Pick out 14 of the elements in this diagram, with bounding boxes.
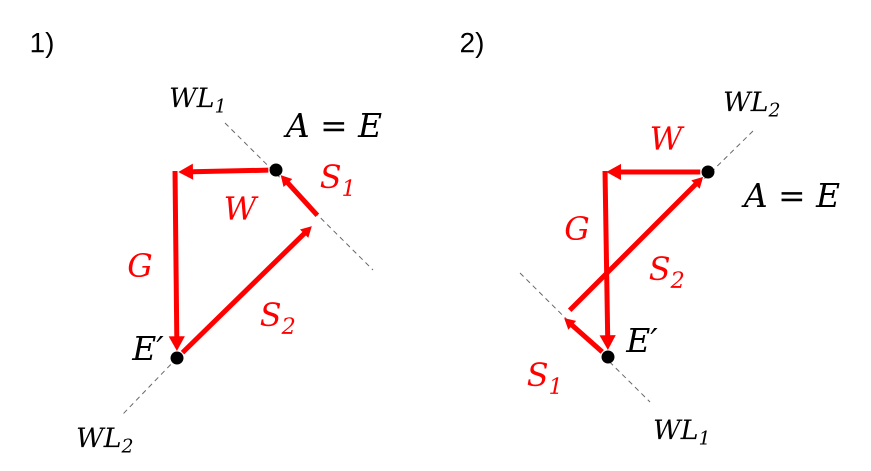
vector-label: W <box>652 126 685 150</box>
vector-label: G <box>128 252 152 278</box>
panel-number: 2) <box>461 32 483 58</box>
point-label: A = E <box>741 183 840 207</box>
vector-label: S$_{1}$ <box>320 164 352 196</box>
vector-label: S$_{1}$ <box>528 362 558 394</box>
point-label: A = E <box>283 113 382 137</box>
vector-label: W <box>226 196 259 220</box>
panel-number: 1) <box>32 32 53 58</box>
vector-label: S$_{2}$ <box>260 302 294 334</box>
point-label: E′ <box>626 328 658 352</box>
vector-label: S$_{2}$ <box>650 256 684 288</box>
point-label: E′ <box>132 336 164 360</box>
vector-label: G <box>566 216 588 240</box>
